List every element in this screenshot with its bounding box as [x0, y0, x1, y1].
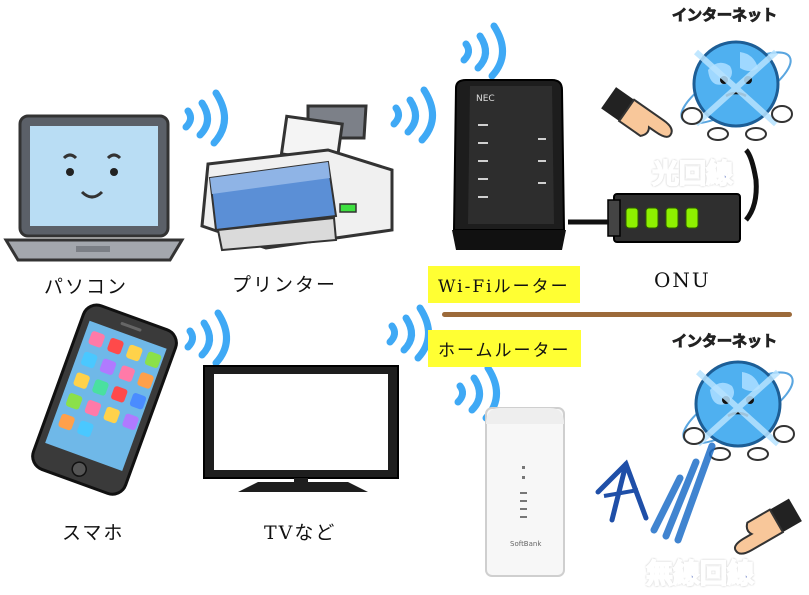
- wifi-router-label: Wi-Fiルーター: [428, 266, 580, 303]
- wifi-waves-router-icon: [460, 22, 506, 80]
- fiber-cable: [568, 148, 759, 225]
- internet-title-bottom: インターネット: [671, 332, 778, 351]
- onu-device-icon: [607, 193, 741, 243]
- section-divider: [442, 312, 792, 317]
- laptop-icon: [3, 114, 185, 262]
- printer-icon: [200, 104, 394, 252]
- wifi-waves-phone-icon: [184, 309, 230, 367]
- antenna-tower-icon: [595, 459, 649, 523]
- wifi-waves-laptop-icon: [182, 89, 228, 147]
- pointing-hand-bottom-icon: [734, 498, 802, 555]
- wifi-router-brand: NEC: [476, 94, 495, 104]
- smartphone-label: スマホ: [62, 522, 125, 544]
- internet-title-top: インターネット: [671, 6, 778, 25]
- smartphone-icon: [31, 303, 178, 496]
- wifi-router-icon: [452, 79, 566, 250]
- wireless-line-label: 無線回線: [645, 558, 755, 591]
- home-router-brand: SoftBank: [510, 540, 542, 548]
- fiber-line-label: 光回線: [651, 158, 734, 191]
- tv-label: TVなど: [264, 522, 337, 544]
- pc-label: パソコン: [44, 276, 129, 298]
- radio-waves-icon: [650, 442, 716, 544]
- internet-globe-top-icon: [680, 40, 793, 141]
- printer-label: プリンター: [232, 274, 338, 296]
- wifi-waves-printer-icon: [390, 86, 436, 144]
- onu-label: ONU: [654, 268, 711, 292]
- pointing-hand-top-icon: [601, 87, 673, 138]
- internet-globe-bottom-icon: [682, 360, 795, 461]
- home-router-icon: [485, 407, 565, 577]
- home-router-label: ホームルーター: [428, 330, 581, 367]
- tv-icon: [203, 365, 399, 492]
